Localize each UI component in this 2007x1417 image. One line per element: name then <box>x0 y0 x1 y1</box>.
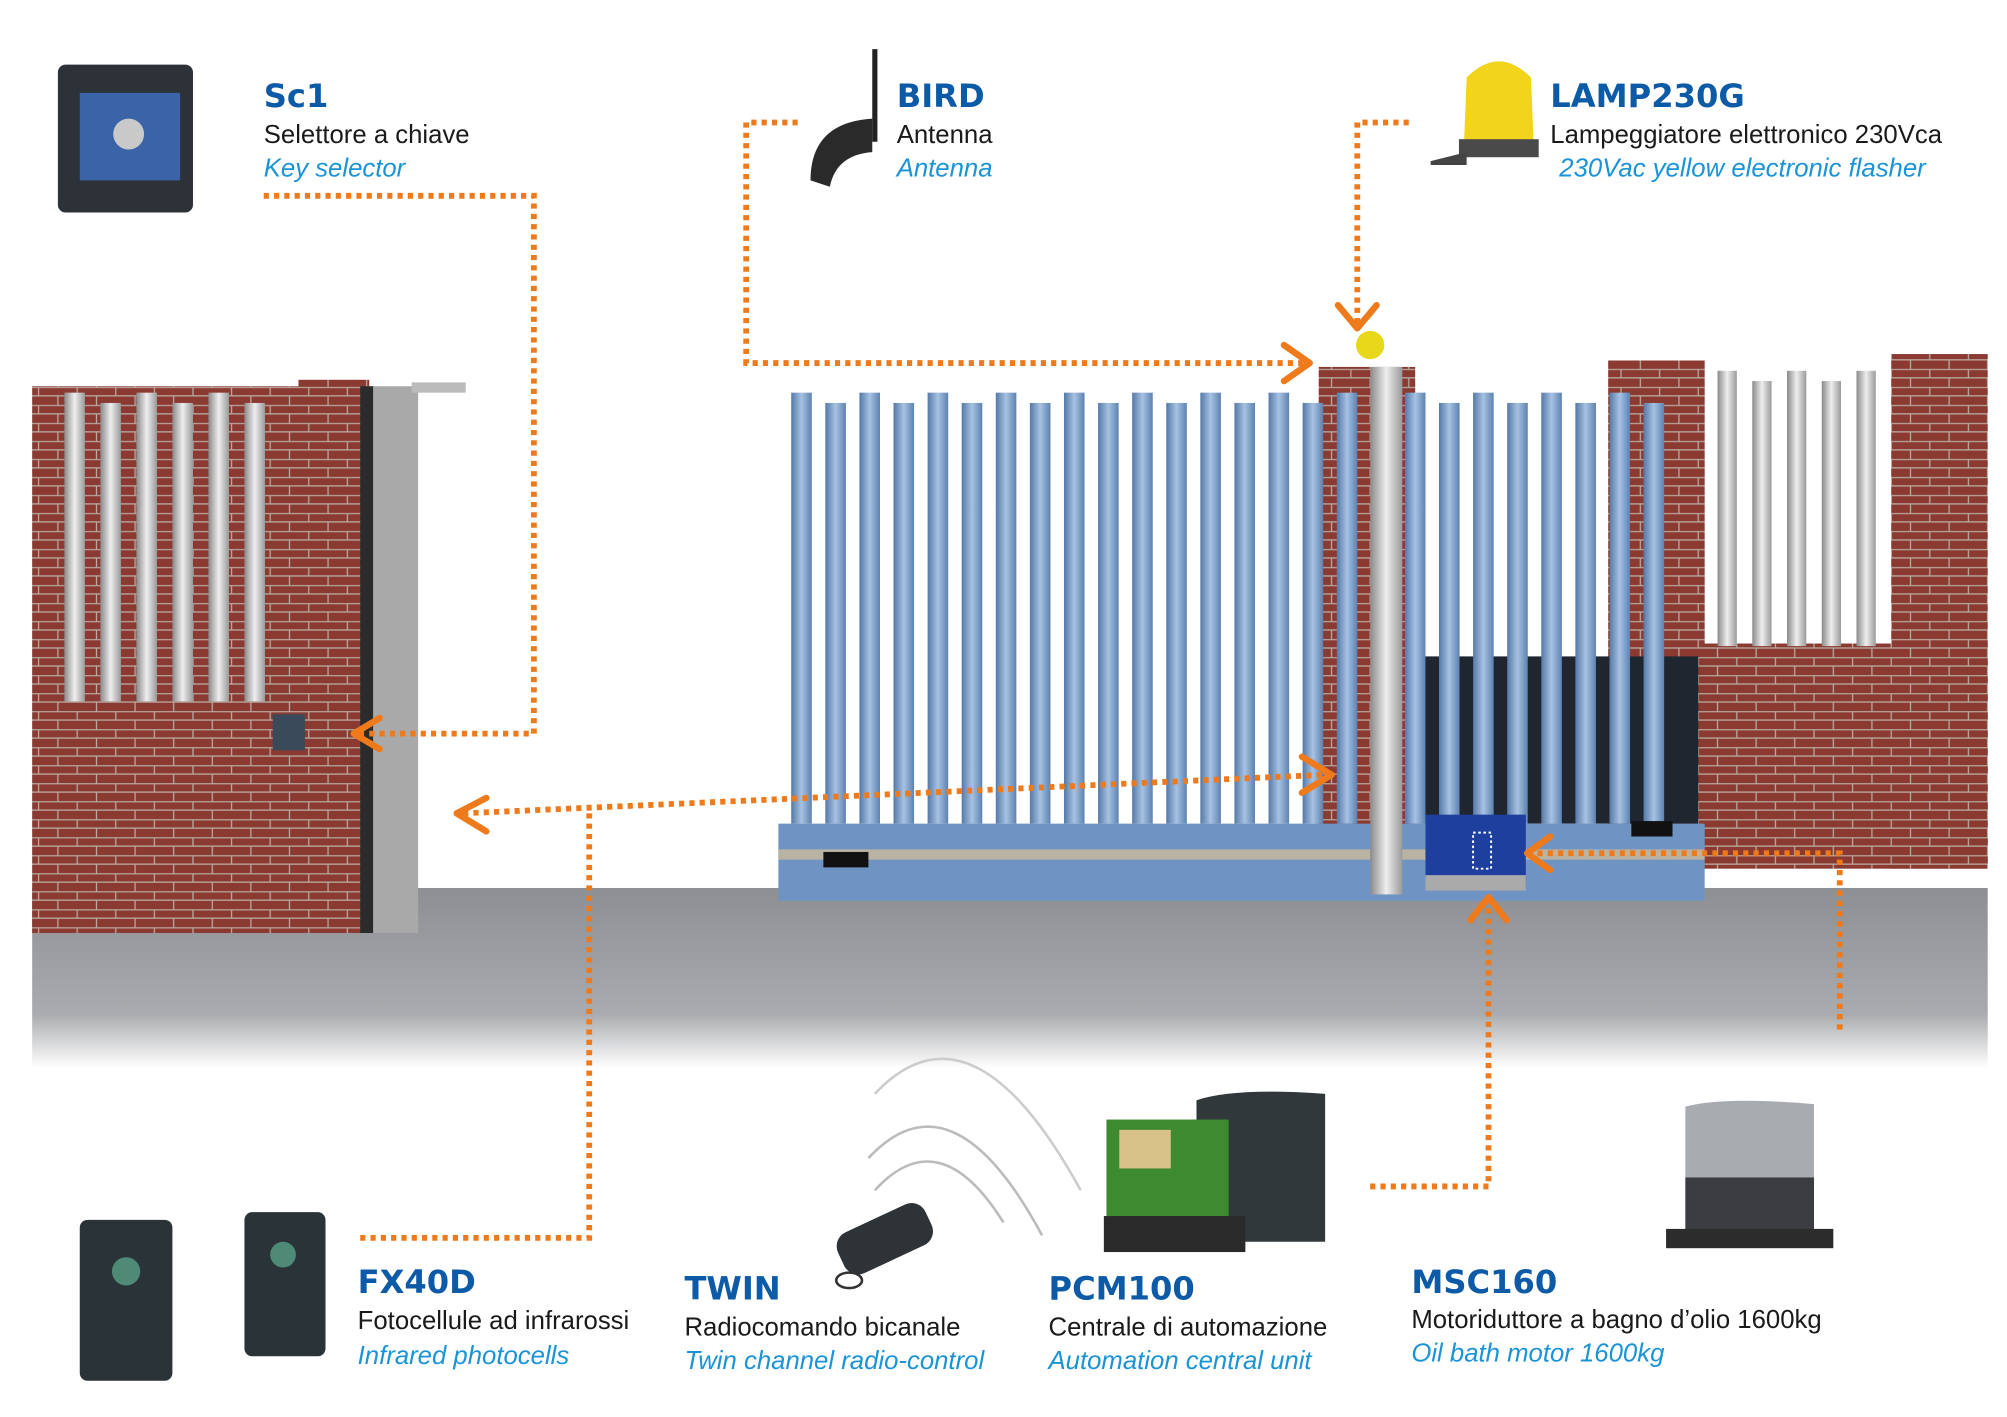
installed-flasher <box>1356 330 1385 360</box>
gate-bar <box>825 402 846 824</box>
sliding-gate <box>778 330 1705 901</box>
gate-bar <box>1473 392 1494 824</box>
gate-bar <box>1200 392 1221 824</box>
gate-bar <box>1438 402 1460 824</box>
gate-bar <box>1302 402 1324 824</box>
label-twin: TWIN Radiocomando bicanale Twin channel … <box>684 1270 985 1375</box>
sc1-connection <box>263 192 537 737</box>
product-code: Sc1 <box>264 77 329 115</box>
italian-description: Motoriduttore a bagno d’olio 1600kg <box>1411 1306 1821 1334</box>
italian-description: Selettore a chiave <box>264 121 470 149</box>
gate-bar <box>1609 392 1631 824</box>
label-fx40d: FX40D Fotocellule ad infrarossi Infrared… <box>358 1263 630 1370</box>
label-sc1: Sc1 Selettore a chiave Key selector <box>264 77 470 182</box>
italian-description: Radiocomando bicanale <box>684 1314 960 1342</box>
left-wall <box>32 379 466 934</box>
gear-motor-icon <box>1666 1100 1834 1249</box>
fence-bar <box>1856 370 1876 647</box>
flasher-lamp-icon <box>1430 61 1539 165</box>
gate-bar <box>893 402 915 824</box>
english-description: Twin channel radio-control <box>684 1347 985 1375</box>
italian-description: Lampeggiatore elettronico 230Vca <box>1550 121 1942 149</box>
gate-bar <box>1166 402 1187 824</box>
gate-bar <box>1268 392 1290 824</box>
photocell-icon <box>79 1212 326 1381</box>
pcm100-connection <box>1370 900 1492 1190</box>
gate-bar <box>995 392 1017 824</box>
fence-bar <box>172 402 193 702</box>
gate-bar <box>1643 402 1665 824</box>
label-lamp230g: LAMP230G Lampeggiatore elettronico 230Vc… <box>1550 77 1942 182</box>
gate-bar <box>1541 392 1562 824</box>
fence-bar <box>1717 370 1737 647</box>
gate-bar <box>1336 392 1358 824</box>
label-msc160: MSC160 Motoriduttore a bagno d’olio 1600… <box>1411 1263 1821 1367</box>
label-pcm100: PCM100 Centrale di automazione Automatio… <box>1047 1270 1328 1375</box>
gate-bar <box>1234 402 1256 824</box>
english-description: Automation central unit <box>1047 1347 1314 1375</box>
gate-bar <box>1575 402 1596 824</box>
english-description: Key selector <box>264 155 407 183</box>
product-code: BIRD <box>897 77 985 115</box>
fence-bar <box>100 402 121 702</box>
lamp-connection <box>1354 119 1409 325</box>
gate-bar <box>1029 402 1051 824</box>
fence-bar <box>208 392 230 702</box>
gate-bar <box>1063 392 1085 824</box>
antenna-icon <box>810 49 878 187</box>
control-unit-icon <box>1103 1091 1326 1253</box>
fence-bar <box>136 392 157 702</box>
product-code: LAMP230G <box>1550 77 1744 115</box>
italian-description: Fotocellule ad infrarossi <box>358 1307 630 1335</box>
gate-bar <box>791 392 812 824</box>
product-code: PCM100 <box>1049 1270 1195 1308</box>
gate-bar <box>961 402 983 824</box>
label-bird: BIRD Antenna Antenna <box>895 77 994 182</box>
product-code: FX40D <box>358 1263 476 1301</box>
bird-connection <box>743 119 1306 366</box>
english-description: 230Vac yellow electronic flasher <box>1558 155 1927 183</box>
fence-bar <box>1787 370 1807 647</box>
gate-bar <box>859 392 880 824</box>
key-selector-icon <box>57 64 193 213</box>
product-code: TWIN <box>684 1270 780 1308</box>
fence-bar <box>1752 381 1772 647</box>
remote-control-icon <box>834 1057 1082 1290</box>
gate-bar <box>927 392 949 824</box>
connection-lines <box>263 119 1843 1241</box>
gate-bar <box>1098 402 1119 824</box>
english-description: Antenna <box>895 155 993 183</box>
fx40d-connection <box>360 810 593 1241</box>
gate-bar <box>1132 392 1153 824</box>
gate-bar <box>1507 402 1528 824</box>
english-description: Infrared photocells <box>358 1342 570 1370</box>
fence-bar <box>244 402 266 702</box>
product-code: MSC160 <box>1411 1263 1557 1301</box>
italian-description: Centrale di automazione <box>1049 1314 1328 1342</box>
fence-bar <box>1821 381 1842 647</box>
installed-key-selector <box>272 714 305 751</box>
italian-description: Antenna <box>897 121 994 149</box>
english-description: Oil bath motor 1600kg <box>1411 1339 1665 1367</box>
gate-bar <box>1404 392 1426 824</box>
msc160-connection <box>1530 850 1843 1030</box>
fence-bar <box>64 392 85 702</box>
